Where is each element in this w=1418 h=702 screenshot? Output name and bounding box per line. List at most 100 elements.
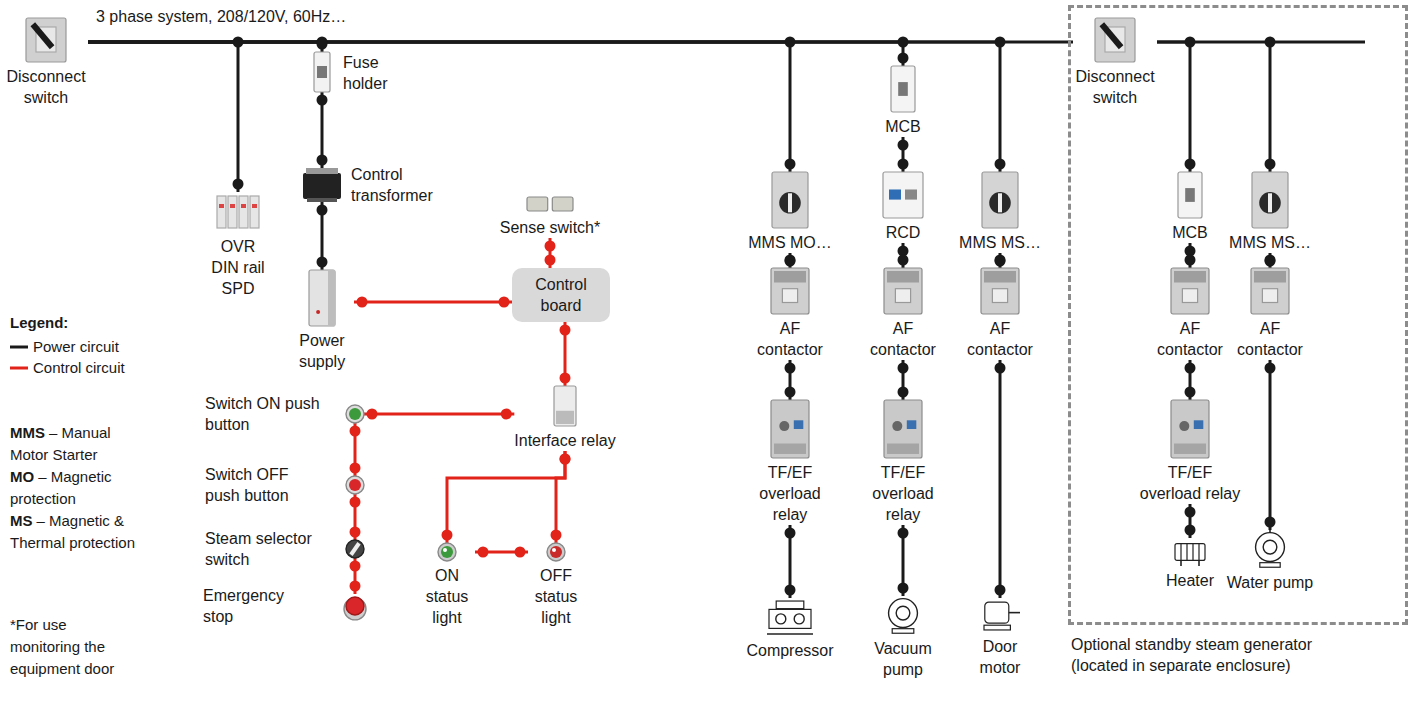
mms-icon <box>1252 172 1288 228</box>
junction-dot <box>898 53 909 64</box>
legend-line <box>10 366 28 369</box>
component-label: MMS MS… <box>1229 232 1311 253</box>
icon-part <box>1009 612 1020 614</box>
icon-part <box>895 289 910 303</box>
junction-dot <box>545 241 556 252</box>
component: Switch ON push button <box>346 405 364 423</box>
af-icon <box>981 268 1019 314</box>
component-label: MCB <box>885 116 921 137</box>
icon-part <box>992 289 1007 303</box>
icon-part <box>1194 420 1204 429</box>
junction-dot <box>1185 507 1196 518</box>
junction-dot <box>478 547 489 558</box>
component-label: Sense switch* <box>500 217 601 238</box>
junction-dot <box>995 256 1006 267</box>
icon-part <box>438 543 456 561</box>
legend-text: Power circuit <box>33 336 119 357</box>
icon-part <box>547 543 565 561</box>
pump-icon <box>885 596 921 634</box>
icon-part <box>794 420 804 429</box>
junction-dot <box>1185 387 1196 398</box>
junction-dot <box>898 140 909 151</box>
legend: Power circuitControl circuit <box>10 336 125 378</box>
icon-part <box>217 196 226 228</box>
junction-dot <box>995 363 1006 374</box>
icon-part <box>228 196 237 228</box>
junction-dot <box>1265 256 1276 267</box>
icon-part <box>898 82 908 96</box>
component-label: AF contactor <box>863 318 943 360</box>
component-label: AF contactor <box>1150 318 1230 360</box>
icon-part <box>239 196 248 228</box>
junction-dot <box>898 363 909 374</box>
icon-part <box>1198 544 1199 561</box>
icon-part <box>1256 533 1285 562</box>
junction-dot <box>1185 363 1196 374</box>
icon-part <box>303 173 341 199</box>
icon-part <box>891 66 915 112</box>
junction-dot <box>995 37 1006 48</box>
junction-dot <box>551 530 562 541</box>
junction-dot <box>1265 37 1276 48</box>
component: Door motor <box>970 598 1030 678</box>
component-label: Vacuum pump <box>868 638 938 680</box>
component: TF/EF overload relay <box>865 400 941 525</box>
icon-part <box>1174 271 1206 283</box>
junction-dot <box>1265 517 1276 528</box>
junction-dot <box>898 255 909 266</box>
abbreviation: MO <box>10 468 34 485</box>
control-wire <box>447 451 565 543</box>
icon-part <box>1268 193 1272 212</box>
component: Vacuum pump <box>868 596 938 680</box>
component-label: Disconnect switch <box>1073 66 1157 108</box>
icon-part <box>552 197 573 211</box>
component-label: OFF status light <box>528 565 584 628</box>
power-wire <box>88 42 238 192</box>
component: MMS MS… <box>959 172 1041 253</box>
junction-dot <box>560 454 571 465</box>
icon-part <box>306 168 338 174</box>
icon-part <box>1263 540 1277 554</box>
junction-dot <box>233 37 244 48</box>
component-label: AF contactor <box>750 318 830 360</box>
abbreviation-row: MMS– Manual Motor Starter <box>10 422 150 466</box>
junction-dot <box>545 255 556 266</box>
ol-icon <box>884 400 922 458</box>
icon-part <box>883 172 923 218</box>
component-label: Door motor <box>970 636 1030 678</box>
icon-part <box>1186 544 1187 561</box>
component: Power supply <box>290 270 354 372</box>
btn-icon <box>346 405 364 423</box>
component: Emergency stop <box>344 594 366 618</box>
wpump-icon <box>1253 530 1287 568</box>
junction-dot <box>785 159 796 170</box>
junction-dot <box>357 297 368 308</box>
icon-part <box>889 599 918 628</box>
icon-part <box>1260 563 1280 568</box>
component-label: OVR DIN rail SPD <box>206 236 270 299</box>
icon-part <box>1254 271 1286 283</box>
icon-part <box>984 625 1010 630</box>
junction-dot <box>785 37 796 48</box>
junction-dot <box>317 95 328 106</box>
icon-part <box>309 270 335 326</box>
icon-part <box>31 22 55 49</box>
abbreviation-row: MS– Magnetic & Thermal protection <box>10 510 150 554</box>
component-label: MMS MS… <box>959 232 1041 253</box>
legend-row: Control circuit <box>10 357 125 378</box>
component: AF contactor <box>750 268 830 360</box>
icon-part <box>554 386 576 426</box>
icon-part <box>782 289 797 303</box>
icon-part <box>1180 560 1182 566</box>
junction-dot <box>560 454 571 465</box>
icon-part <box>1185 188 1195 202</box>
mcb-icon <box>1178 172 1202 218</box>
legend-line-sample <box>10 344 28 350</box>
component-label: TF/EF overload relay <box>752 462 828 525</box>
enclosure-box: Disconnect switchMCBAF contactorTF/EF ov… <box>1068 5 1408 625</box>
component: Sense switch* <box>500 195 601 238</box>
legend-line <box>10 345 28 348</box>
power-wire <box>999 360 1002 598</box>
icon-part <box>1175 544 1205 561</box>
icon-part <box>1171 268 1209 314</box>
